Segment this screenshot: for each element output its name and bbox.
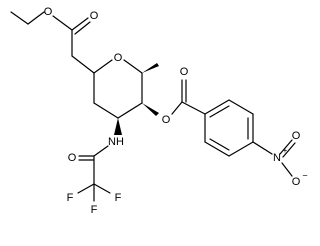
c3-nitrogen-wedge-bond bbox=[114, 118, 122, 135]
bond-nh-amide-c bbox=[93, 145, 109, 157]
molecule-canvas: O O O O O NH O F F F N + O O − bbox=[10, 6, 308, 216]
methyl-wedge-bond bbox=[142, 63, 159, 73]
bond-n-o-top-b bbox=[282, 142, 296, 158]
bond-cf3-f-right bbox=[93, 183, 111, 194]
bond-ar-inner-3 bbox=[209, 138, 230, 151]
bond-ar2 bbox=[228, 99, 254, 115]
atom-ring-o: O bbox=[114, 52, 123, 64]
atom-cf3-f-bottom: F bbox=[91, 204, 98, 216]
bond-carbonyl-o-double-a bbox=[71, 17, 89, 31]
atom-ester-o-top: O bbox=[90, 10, 99, 22]
atom-cf3-f-right: F bbox=[115, 192, 122, 204]
bond-ethyl-ch2-o bbox=[27, 11, 45, 25]
bond-c5-o bbox=[93, 59, 113, 74]
atom-nitro-n-charge: + bbox=[283, 146, 288, 155]
atom-nitro-o-charge: − bbox=[302, 170, 307, 180]
bond-ar1 bbox=[204, 99, 230, 115]
bond-ethyl-ch3 bbox=[10, 11, 29, 25]
atom-amide-o: O bbox=[68, 152, 77, 164]
atom-cf3-f-left: F bbox=[67, 192, 74, 204]
bond-ar5 bbox=[204, 141, 230, 157]
bond-ar-nitro bbox=[252, 141, 273, 155]
atom-nitro-o-top: O bbox=[292, 130, 301, 142]
atom-nitro-o-bottom: O bbox=[292, 176, 301, 188]
bond-o-c1 bbox=[123, 59, 143, 74]
bond-n-o-bottom bbox=[281, 162, 293, 177]
atom-amide-nh: NH bbox=[108, 136, 124, 148]
c2-oxygen-wedge-bond bbox=[142, 103, 159, 116]
bond-ar-inner-1 bbox=[209, 105, 230, 118]
atom-benzoate-o-carbonyl: O bbox=[180, 66, 189, 78]
bond-ch2-ring bbox=[71, 55, 95, 74]
bond-carbonyl-o-double-b bbox=[74, 21, 91, 35]
bond-c3-c4 bbox=[93, 102, 119, 119]
atom-nitro-n: N bbox=[273, 152, 281, 164]
bond-o-carbonyl bbox=[52, 15, 73, 31]
bond-o-benzoyl-c bbox=[171, 101, 183, 115]
bond-c2-c3 bbox=[117, 102, 143, 119]
atom-benzoate-o-link: O bbox=[162, 114, 171, 126]
atom-ester-o-chain: O bbox=[44, 6, 53, 18]
structure-diagram: O O O O O NH O F F F N + O O − bbox=[10, 6, 308, 216]
bond-cf3-f-left bbox=[77, 183, 95, 194]
bond-n-o-top-a bbox=[279, 139, 293, 155]
bond-benzoyl-c-ring bbox=[181, 101, 206, 115]
bond-ar4 bbox=[228, 141, 254, 157]
